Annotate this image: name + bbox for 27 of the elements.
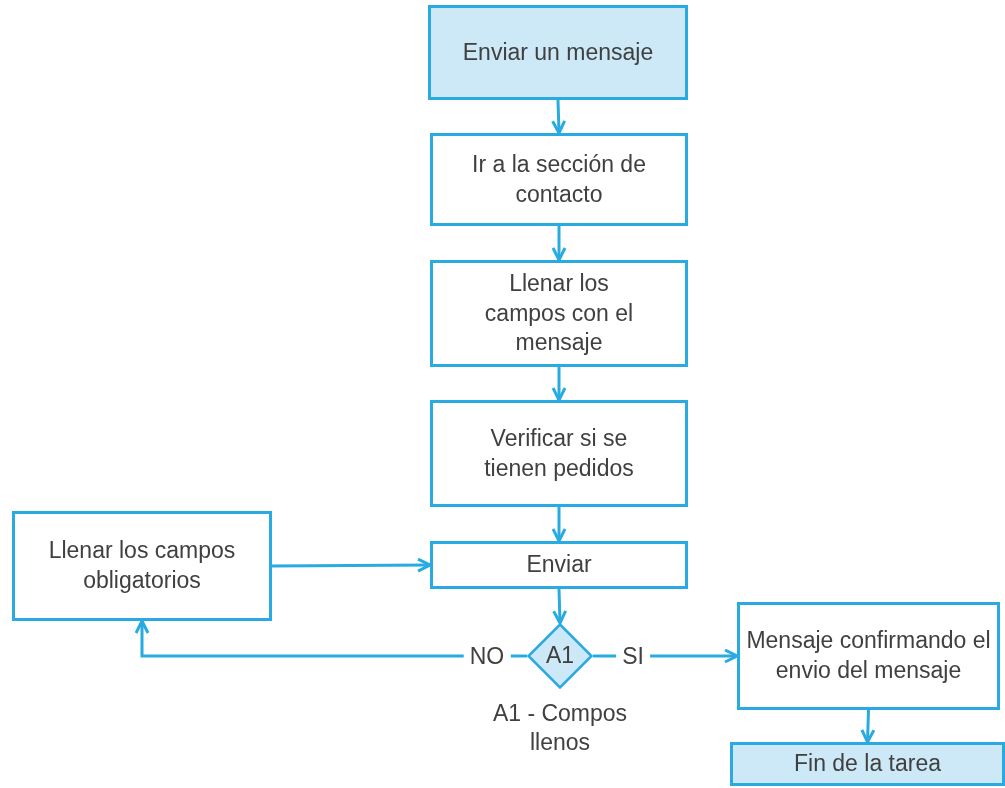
arrow: [272, 557, 432, 573]
decision-diamond: [527, 623, 593, 689]
node-text: Fin de la tarea: [793, 749, 942, 779]
node-text: Verificar si se tienen pedidos: [483, 423, 635, 483]
terminal-box: [428, 5, 688, 100]
terminal-box: [730, 742, 1005, 786]
process-box: [12, 511, 272, 621]
node-text: Enviar: [525, 550, 593, 580]
process-box: [430, 400, 688, 507]
process-box: [430, 260, 688, 367]
node-text: Llenar los campos con el mensaje: [483, 268, 635, 358]
process-box: [430, 541, 688, 589]
arrow: [552, 588, 568, 625]
node-caption: A1 - Compos llenos: [491, 699, 629, 757]
node-text: Ir a la sección de contacto: [471, 149, 647, 209]
node-text: A1: [545, 641, 575, 671]
process-box: [737, 602, 1000, 710]
arrow: [551, 367, 567, 402]
node-text: Enviar un mensaje: [461, 37, 655, 67]
arrow: [551, 226, 567, 262]
arrow: [551, 99, 567, 135]
node-text: Mensaje confirmando el envio del mensaje: [745, 626, 992, 685]
node-text: Llenar los campos obligatorios: [47, 536, 237, 595]
process-box: [430, 133, 688, 226]
arrow: [860, 709, 876, 744]
arrow: [134, 619, 527, 658]
arrow: [551, 507, 567, 543]
